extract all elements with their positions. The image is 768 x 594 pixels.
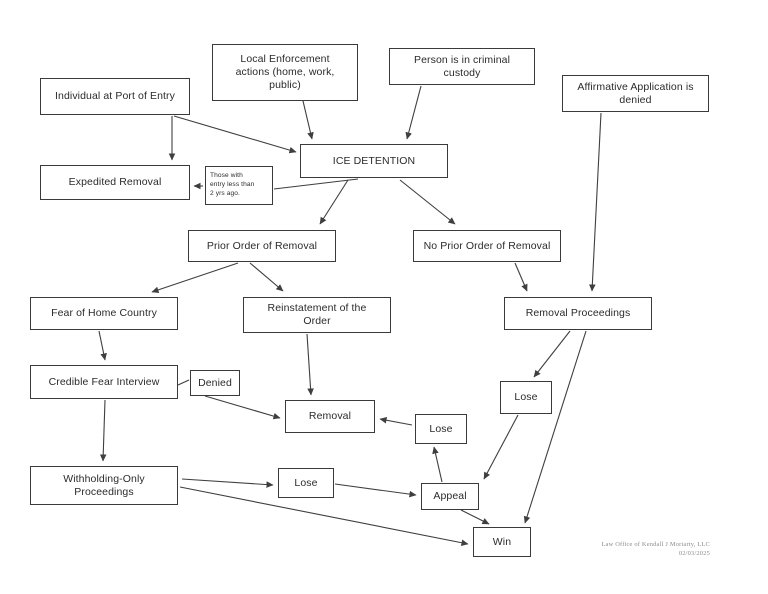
edge-ice-detention-to-no-prior-order xyxy=(399,179,456,225)
node-label-ice-detention: ICE DETENTION xyxy=(332,154,416,167)
node-local-enforcement[interactable]: Local Enforcement actions (home, work, p… xyxy=(212,44,358,101)
node-label-credible-fear: Credible Fear Interview xyxy=(48,375,160,388)
node-criminal-custody[interactable]: Person is in criminal custody xyxy=(389,48,535,85)
node-label-prior-order: Prior Order of Removal xyxy=(206,239,318,252)
edge-removal-proceedings-to-win xyxy=(523,330,587,524)
footer-firm-name: Law Office of Kendall J Moriarty, LLC xyxy=(601,541,710,548)
node-lose-withholding[interactable]: Lose xyxy=(278,468,334,498)
edge-lose-proceedings-to-appeal xyxy=(483,414,519,480)
node-removal[interactable]: Removal xyxy=(285,400,375,433)
node-label-fear-home-country: Fear of Home Country xyxy=(51,307,157,320)
node-label-expedited-removal: Expedited Removal xyxy=(68,176,162,189)
footer-date: 02/03/2025 xyxy=(678,550,710,558)
node-label-lose-proceedings: Lose xyxy=(514,391,538,404)
node-appeal[interactable]: Appeal xyxy=(421,483,479,510)
node-denied[interactable]: Denied xyxy=(190,370,240,396)
node-fear-home-country[interactable]: Fear of Home Country xyxy=(30,297,178,330)
edge-local-enforcement-to-ice-detention xyxy=(302,100,314,140)
node-no-prior-order[interactable]: No Prior Order of Removal xyxy=(413,230,561,262)
node-credible-fear[interactable]: Credible Fear Interview xyxy=(30,365,178,399)
edge-withholding-only-to-lose-withholding xyxy=(181,478,274,488)
footer-credit: Law Office of Kendall J Moriarty, LLC 02… xyxy=(560,540,710,559)
node-label-removal-proceedings: Removal Proceedings xyxy=(525,307,631,320)
node-label-denied: Denied xyxy=(198,376,232,389)
node-label-affirmative-denied: Affirmative Application is denied xyxy=(577,80,694,106)
node-reinstatement[interactable]: Reinstatement of the Order xyxy=(243,297,391,333)
edge-denied-to-removal xyxy=(204,395,281,420)
node-label-lose-withholding: Lose xyxy=(294,476,318,489)
edge-lose-removal-to-removal xyxy=(379,416,413,426)
node-removal-proceedings[interactable]: Removal Proceedings xyxy=(504,297,652,330)
edge-ice-detention-to-entry-note xyxy=(273,178,359,190)
node-lose-removal[interactable]: Lose xyxy=(415,414,467,444)
edge-affirmative-denied-to-removal-proceedings xyxy=(589,112,602,292)
edge-no-prior-order-to-removal-proceedings xyxy=(514,262,528,292)
node-label-port-of-entry: Individual at Port of Entry xyxy=(54,90,175,103)
node-label-lose-removal: Lose xyxy=(429,422,453,435)
node-label-appeal: Appeal xyxy=(433,490,467,503)
node-label-entry-note: Those with entry less than 2 yrs ago. xyxy=(210,172,255,197)
edge-reinstatement-to-removal xyxy=(306,333,314,396)
edge-criminal-custody-to-ice-detention xyxy=(405,85,422,140)
node-prior-order[interactable]: Prior Order of Removal xyxy=(188,230,336,262)
node-lose-proceedings[interactable]: Lose xyxy=(500,381,552,414)
node-label-criminal-custody: Person is in criminal custody xyxy=(413,53,511,79)
node-label-no-prior-order: No Prior Order of Removal xyxy=(423,239,551,252)
edge-appeal-to-win xyxy=(460,509,490,525)
edge-removal-proceedings-to-lose-proceedings xyxy=(533,330,571,378)
node-port-of-entry[interactable]: Individual at Port of Entry xyxy=(40,78,190,115)
edge-credible-fear-to-denied xyxy=(177,379,190,386)
node-affirmative-denied[interactable]: Affirmative Application is denied xyxy=(562,75,709,112)
node-ice-detention[interactable]: ICE DETENTION xyxy=(300,144,448,178)
edge-port-of-entry-to-ice-detention xyxy=(173,115,297,154)
edge-lose-withholding-to-appeal xyxy=(334,483,417,498)
edge-fear-home-country-to-credible-fear xyxy=(98,330,107,361)
node-withholding-only[interactable]: Withholding-Only Proceedings xyxy=(30,466,178,505)
node-label-withholding-only: Withholding-Only Proceedings xyxy=(63,472,145,498)
edge-prior-order-to-reinstatement xyxy=(249,262,284,292)
node-label-reinstatement: Reinstatement of the Order xyxy=(267,302,367,327)
node-expedited-removal[interactable]: Expedited Removal xyxy=(40,165,190,200)
node-label-removal: Removal xyxy=(308,410,352,423)
edge-prior-order-to-fear-home-country xyxy=(151,262,239,294)
node-win[interactable]: Win xyxy=(473,527,531,557)
node-entry-note[interactable]: Those with entry less than 2 yrs ago. xyxy=(205,166,273,205)
edge-credible-fear-to-withholding-only xyxy=(99,399,107,462)
edge-appeal-to-lose-removal xyxy=(432,446,443,483)
node-label-win: Win xyxy=(492,535,512,548)
node-label-local-enforcement: Local Enforcement actions (home, work, p… xyxy=(235,53,335,91)
edge-ice-detention-to-prior-order xyxy=(319,179,349,225)
